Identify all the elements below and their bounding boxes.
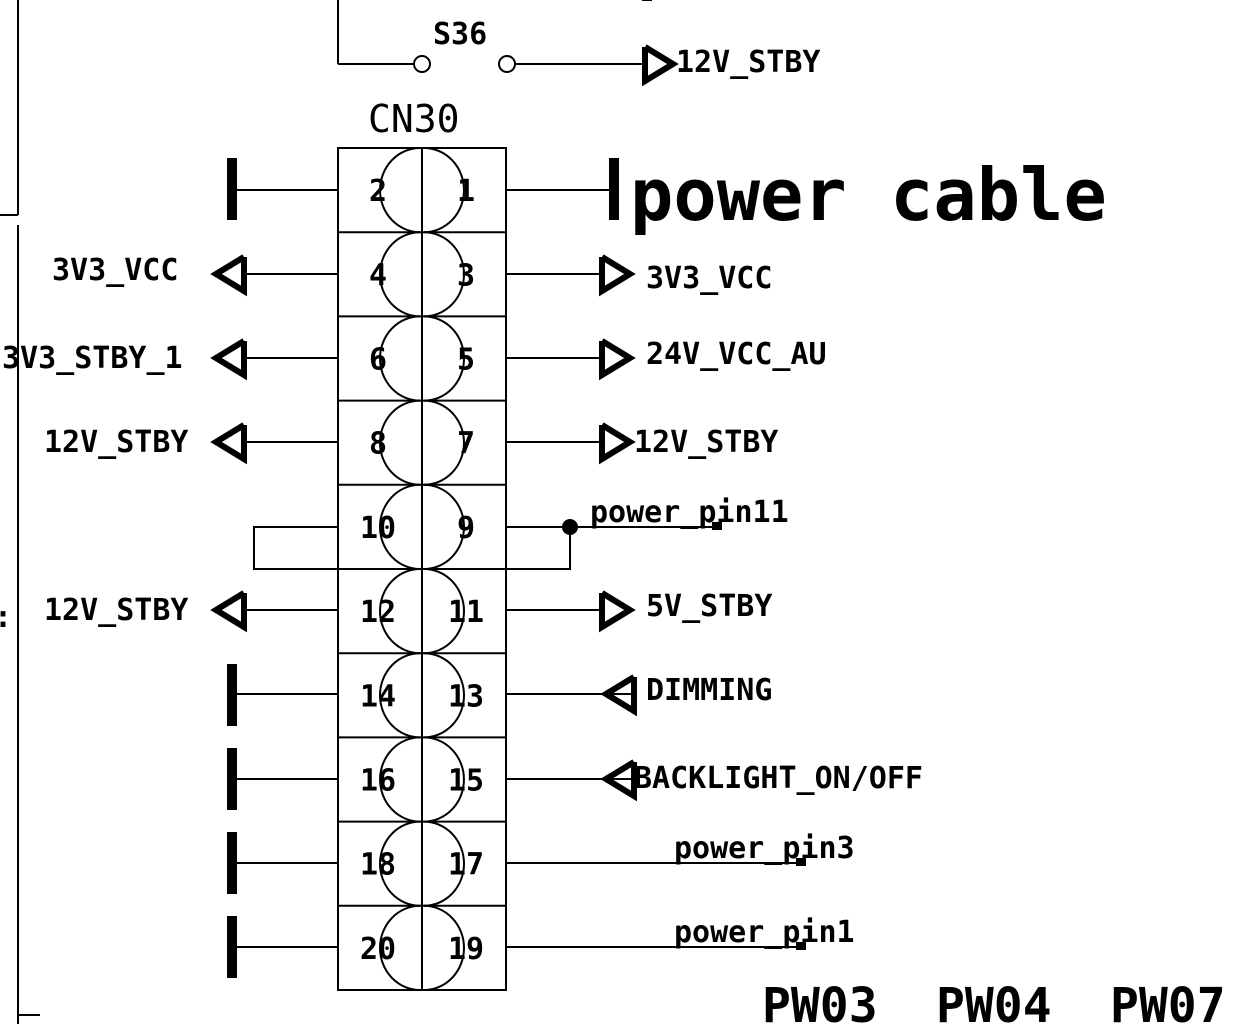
net-label: 12V_STBY (634, 425, 779, 460)
pin-number-right: 15 (448, 764, 484, 799)
right-net-pin19: power_pin1 (506, 915, 855, 950)
connector-pin-arc (379, 652, 421, 739)
pin-number-left: 8 (369, 427, 387, 462)
bottom-label-pw03: PW03 (762, 978, 878, 1024)
pin-number-left: 12 (360, 595, 396, 630)
net-label: DIMMING (646, 673, 772, 708)
pin-number-right: 11 (448, 595, 484, 630)
pin-number-left: 4 (369, 258, 387, 293)
connector-pin-arc (423, 904, 465, 991)
connector-pin-arc (379, 231, 421, 318)
pin-number-right: 17 (448, 848, 484, 883)
connector-pin-arc (379, 820, 421, 907)
net-label: 3V3_STBY_1 (2, 341, 183, 376)
net-label: power_pin1 (674, 915, 855, 950)
switch-contact-right (498, 55, 516, 73)
net-label: 24V_VCC_AU (646, 337, 827, 372)
net-flag-arrow (642, 44, 679, 87)
pin-number-left: 10 (360, 511, 396, 546)
net-label: 12V_STBY (44, 593, 189, 628)
connector-pin-arc (423, 483, 465, 570)
net-label: power_pin3 (674, 831, 855, 866)
right-net-pin5: 24V_VCC_AU (506, 337, 827, 381)
connector-pin-arc (423, 315, 465, 402)
right-net-pin15: BACKLIGHT_ON/OFF (506, 759, 923, 802)
pin-number-right: 19 (448, 932, 484, 967)
connector-pin-arc (379, 568, 421, 655)
net-label: 5V_STBY (646, 589, 772, 624)
bottom-label-pw07: PW07 (1110, 978, 1226, 1024)
right-net-pin7: 12V_STBY (506, 422, 779, 465)
connector-pin-arc (423, 820, 465, 907)
junction-dot (562, 519, 578, 535)
connector-refdes: CN30 (368, 97, 460, 141)
pin-number-left: 20 (360, 932, 396, 967)
net-label: 3V3_VCC (646, 261, 772, 296)
connector-pin-arc (379, 483, 421, 570)
pin-number-left: 18 (360, 848, 396, 883)
pin-number-right: 3 (457, 258, 475, 293)
left-net-pin4: 3V3_VCC (52, 253, 338, 297)
left-terminator-pin20 (227, 916, 338, 978)
diagram-title: power cable (630, 153, 1107, 237)
left-terminator-pin16 (227, 748, 338, 810)
switch-net-label: 12V_STBY (676, 45, 821, 80)
right-net-pin11: 5V_STBY (506, 589, 772, 633)
pin-number-right: 1 (457, 174, 475, 209)
left-terminator-pin18 (227, 832, 338, 894)
bottom-label-pw04: PW04 (936, 978, 1052, 1024)
connector-pin-arc (423, 231, 465, 318)
connector-pin-arc (423, 147, 465, 234)
pin-number-left: 14 (360, 679, 396, 714)
left-edge-fragment: : (0, 600, 12, 635)
connector-pin-arc (379, 736, 421, 823)
switch-label: S36 (433, 17, 487, 52)
right-net-pin17: power_pin3 (506, 831, 855, 866)
net-label-power-pin11: power_pin11 (590, 495, 789, 530)
connector-pin-arc (379, 147, 421, 234)
pin-number-right: 13 (448, 679, 484, 714)
connector-pin-arc (379, 315, 421, 402)
connector-pin-arc (379, 399, 421, 486)
net-label: 12V_STBY (44, 425, 189, 460)
connector-pin-arc (423, 652, 465, 739)
switch-contact-left (413, 55, 431, 73)
left-terminator-pin14 (227, 664, 338, 726)
left-net-pin6: 3V3_STBY_1 (2, 338, 338, 381)
net-label: BACKLIGHT_ON/OFF (634, 761, 923, 796)
left-net-pin8: 12V_STBY (44, 422, 338, 465)
pin-number-right: 9 (457, 511, 475, 546)
right-net-pin13: DIMMING (506, 673, 772, 717)
pin-number-left: 2 (369, 174, 387, 209)
connector-pin-arc (423, 399, 465, 486)
pin-number-right: 7 (457, 427, 475, 462)
connector-pin-arc (379, 904, 421, 991)
pin-number-right: 5 (457, 343, 475, 378)
connector-pin-arc (423, 568, 465, 655)
switch-s36: S36 12V_STBY (337, 0, 821, 87)
pin-number-left: 16 (360, 764, 396, 799)
left-net-pin12: 12V_STBY (44, 590, 338, 633)
net-stub-marker (712, 522, 722, 530)
pin-number-left: 6 (369, 343, 387, 378)
net-label: 3V3_VCC (52, 253, 178, 288)
pin10-loop-wire (253, 526, 571, 570)
connector-pin-arc (423, 736, 465, 823)
right-net-pin3: 3V3_VCC (506, 254, 772, 297)
